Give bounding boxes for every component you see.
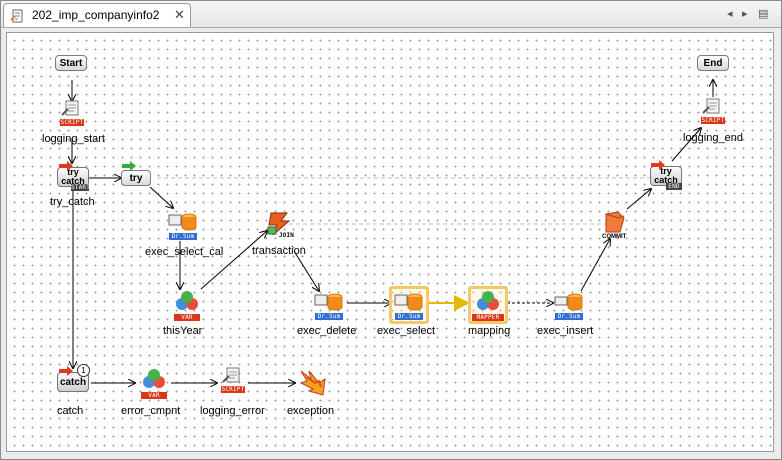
join-tag: JOIN bbox=[278, 232, 295, 239]
mapper-icon bbox=[477, 291, 499, 310]
logging-end-label: logging_end bbox=[683, 132, 743, 144]
exec-delete-node[interactable]: Dr.Sum bbox=[313, 291, 345, 321]
error-cmpnt-label: error_cmpnt bbox=[121, 405, 181, 417]
exec-insert-label: exec_insert bbox=[537, 325, 594, 337]
try-catch-node[interactable]: try catch bbox=[57, 167, 89, 187]
catch-label: catch bbox=[57, 405, 84, 417]
commit-icon bbox=[605, 211, 625, 233]
exception-node[interactable] bbox=[297, 367, 329, 397]
close-icon[interactable]: ✕ bbox=[174, 7, 185, 22]
database-icon bbox=[554, 293, 583, 311]
logging-error-node[interactable]: SCRIPT bbox=[221, 366, 245, 393]
variable-icon bbox=[176, 291, 198, 310]
exception-label: exception bbox=[287, 405, 335, 417]
arrow-right-icon bbox=[651, 160, 665, 170]
database-icon bbox=[168, 213, 197, 231]
flow-file-icon bbox=[10, 9, 23, 23]
error-cmpnt-node[interactable]: VAR bbox=[139, 368, 169, 400]
catch-node[interactable]: catch bbox=[57, 372, 89, 392]
this-year-node[interactable]: VAR bbox=[172, 290, 202, 322]
variable-icon bbox=[143, 369, 165, 388]
var-tag: VAR bbox=[174, 314, 200, 321]
flow-canvas[interactable]: Start End SCRIPT logging_start try catch… bbox=[6, 32, 774, 452]
commit-label: COMMIT bbox=[602, 234, 627, 240]
mapping-label: mapping bbox=[468, 325, 511, 337]
mapper-tag: MAPPER bbox=[472, 314, 504, 321]
flow-edges bbox=[7, 33, 773, 451]
drsum-tag: Dr.Sum bbox=[169, 233, 197, 240]
var-tag: VAR bbox=[141, 392, 167, 399]
arrow-right-icon bbox=[59, 366, 73, 376]
try-catch-catch-text: catch bbox=[61, 176, 85, 186]
exec-select-cal-label: exec_select_cal bbox=[145, 246, 224, 258]
exec-select-node[interactable]: Dr.Sum bbox=[393, 291, 425, 321]
exec-select-cal-node[interactable]: Dr.Sum bbox=[167, 211, 199, 241]
exec-delete-label: exec_delete bbox=[297, 325, 357, 337]
try-catch-text: try bbox=[67, 167, 79, 177]
transaction-node[interactable]: JOIN bbox=[265, 211, 295, 241]
tab-prev-icon[interactable]: ◂ bbox=[727, 8, 733, 20]
try-catch-label: try_catch bbox=[50, 196, 95, 208]
exception-icon bbox=[299, 370, 326, 396]
drsum-tag: Dr.Sum bbox=[395, 313, 423, 320]
editor-tab[interactable]: 202_imp_companyinfo2 ✕ bbox=[3, 3, 191, 27]
logging-error-label: logging_error bbox=[200, 405, 265, 417]
script-icon bbox=[61, 100, 79, 116]
start-node[interactable]: Start bbox=[55, 55, 87, 71]
tab-title: 202_imp_companyinfo2 bbox=[32, 8, 160, 22]
drsum-tag: Dr.Sum bbox=[555, 313, 583, 320]
transaction-icon bbox=[267, 212, 291, 236]
arrow-right-icon bbox=[59, 161, 73, 171]
database-icon bbox=[314, 293, 343, 311]
drsum-tag: Dr.Sum bbox=[315, 313, 343, 320]
try-catch-end-try-text: try bbox=[660, 166, 672, 176]
script-icon bbox=[702, 98, 720, 114]
start-tag: START bbox=[71, 184, 91, 191]
logging-start-label: logging_start bbox=[42, 133, 105, 145]
logging-start-node[interactable]: SCRIPT bbox=[60, 99, 84, 126]
try-catch-end-catch-text: catch bbox=[654, 175, 678, 185]
commit-node[interactable]: COMMIT bbox=[600, 210, 634, 244]
tab-next-icon[interactable]: ▸ bbox=[742, 8, 748, 20]
script-tag: SCRIPT bbox=[221, 386, 245, 393]
try-node[interactable]: try bbox=[121, 170, 151, 186]
database-icon bbox=[394, 293, 423, 311]
script-tag: SCRIPT bbox=[701, 117, 725, 124]
mapping-node[interactable]: MAPPER bbox=[472, 290, 504, 322]
end-node[interactable]: End bbox=[697, 55, 729, 71]
logging-end-node[interactable]: SCRIPT bbox=[701, 97, 725, 124]
tab-list-icon[interactable]: ▤ bbox=[758, 8, 769, 20]
exec-insert-node[interactable]: Dr.Sum bbox=[553, 291, 585, 321]
catch-number-badge: 1 bbox=[77, 364, 90, 377]
transaction-label: transaction bbox=[252, 245, 306, 257]
end-tag: END bbox=[666, 183, 682, 190]
arrow-right-icon bbox=[122, 161, 136, 171]
this-year-label: thisYear bbox=[163, 325, 203, 337]
tab-bar: 202_imp_companyinfo2 ✕ ◂ ▸ ▤ bbox=[1, 1, 781, 28]
script-tag: SCRIPT bbox=[60, 119, 84, 126]
script-icon bbox=[222, 367, 240, 383]
exec-select-label: exec_select bbox=[377, 325, 436, 337]
